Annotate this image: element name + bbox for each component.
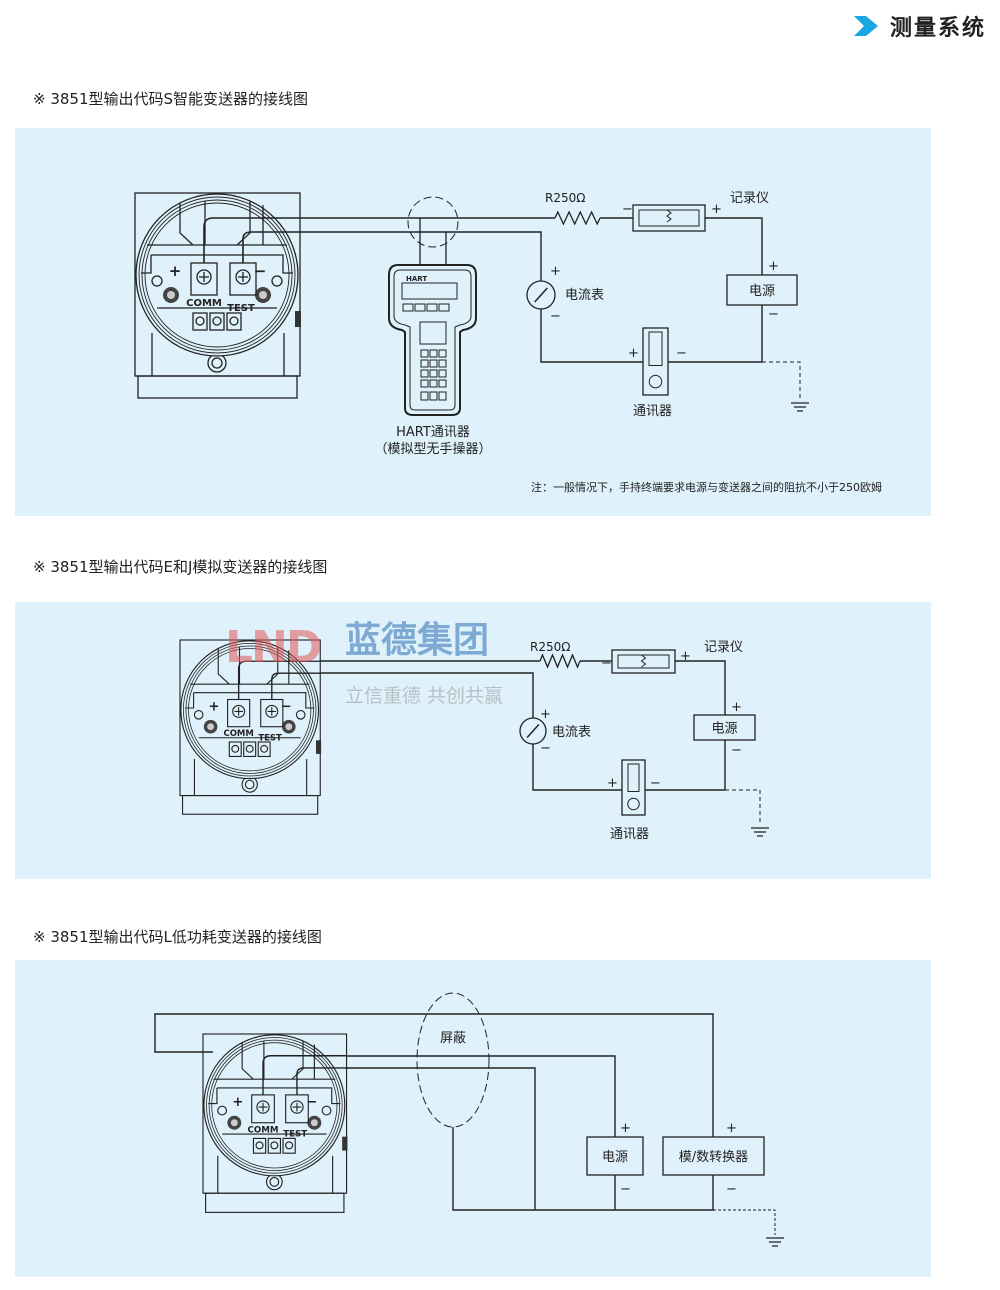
communicator (642, 327, 669, 396)
ground-wire (725, 789, 761, 825)
terminal-plus-label: + (209, 700, 220, 715)
power-plus: + (768, 259, 779, 274)
recorder-plus: + (680, 649, 691, 664)
note-text: 注：一般情况下，手持终端要求电源与变送器之间的阻抗不小于250欧姆 (531, 480, 882, 494)
power-plus: + (620, 1121, 631, 1136)
section-title-s: ※ 3851型输出代码S智能变送器的接线图 (33, 90, 309, 108)
ground-icon (751, 827, 769, 837)
hart-brand-label: HART (406, 275, 427, 283)
power-supply-box (693, 714, 756, 741)
watermark-slogan: 立信重德 共创共赢 (345, 685, 503, 707)
terminal-plus-label: + (232, 1095, 243, 1110)
power-supply-box (586, 1136, 644, 1176)
power-minus: − (620, 1182, 631, 1197)
communicator-minus: − (650, 776, 661, 791)
shield-label: 屏蔽 (440, 1031, 466, 1046)
transmitter (202, 1033, 348, 1213)
ground-wire (762, 361, 801, 400)
comm-label: COMM (247, 1125, 278, 1135)
recorder-plus: + (711, 202, 722, 217)
ammeter-label: 电流表 (552, 725, 591, 740)
comm-label: COMM (223, 729, 253, 739)
power-plus: + (731, 700, 742, 715)
ground-icon (766, 1237, 784, 1247)
power-supply-box (726, 274, 798, 306)
communicator-plus: + (607, 776, 618, 791)
communicator (621, 759, 646, 816)
recorder-minus: − (601, 656, 612, 671)
ad-minus: − (726, 1182, 737, 1197)
resistor-label: R250Ω (545, 191, 585, 205)
power-supply-box-label: 电源 (711, 722, 737, 737)
terminal-minus-label: − (254, 262, 267, 280)
recorder (611, 649, 676, 674)
diagram-panel-l (15, 960, 931, 1277)
resistor (539, 653, 581, 669)
watermark-company: 蓝德集团 (345, 620, 489, 661)
hart-communicator (388, 264, 477, 416)
page-header: 测量系统 (852, 10, 986, 42)
diagram-panel-ej (15, 602, 931, 879)
resistor-label: R250Ω (530, 640, 570, 654)
communicator-label: 通讯器 (633, 404, 672, 419)
power-minus: − (731, 743, 742, 758)
recorder (632, 204, 706, 232)
ad-converter-box-label: 模/数转换器 (679, 1150, 748, 1165)
recorder-label: 记录仪 (704, 640, 743, 655)
transmitter (134, 192, 301, 399)
test-label: TEST (258, 733, 282, 743)
shield-dashed-circle (407, 196, 459, 248)
header-title: 测量系统 (889, 16, 986, 41)
ammeter-plus: + (540, 707, 551, 722)
power-minus: − (768, 307, 779, 322)
comm-label: COMM (186, 298, 222, 309)
power-supply-box-label: 电源 (749, 284, 775, 299)
hart-name-label: HART通讯器 (396, 425, 470, 440)
section-title-l: ※ 3851型输出代码L低功耗变送器的接线图 (33, 928, 322, 946)
resistor (554, 210, 601, 226)
hart-sub-label: （模拟型无手操器） (374, 441, 491, 457)
communicator-plus: + (628, 346, 639, 361)
power-supply-box-label: 电源 (602, 1150, 628, 1165)
ground-icon (791, 402, 809, 412)
watermark-logo: LND (225, 622, 321, 673)
ammeter (526, 280, 556, 310)
ad-converter-box (662, 1136, 765, 1176)
terminal-plus-label: + (169, 262, 182, 280)
ammeter-minus: − (540, 741, 551, 756)
ammeter-label: 电流表 (565, 288, 604, 303)
ground-wire (713, 1209, 776, 1235)
test-label: TEST (283, 1130, 307, 1140)
recorder-minus: − (622, 202, 633, 217)
ad-plus: + (726, 1121, 737, 1136)
test-label: TEST (227, 303, 255, 314)
ammeter-minus: − (550, 309, 561, 324)
arrow-right-icon (853, 16, 878, 36)
recorder-label: 记录仪 (730, 191, 769, 206)
section-title-ej: ※ 3851型输出代码E和J模拟变送器的接线图 (33, 558, 328, 576)
communicator-minus: − (676, 346, 687, 361)
terminal-minus-label: − (281, 700, 292, 715)
communicator-label: 通讯器 (610, 827, 649, 842)
ammeter (519, 717, 547, 745)
terminal-minus-label: − (306, 1095, 317, 1110)
transmitter (179, 639, 322, 815)
ammeter-plus: + (550, 264, 561, 279)
shield-dashed-ellipse (416, 992, 490, 1128)
